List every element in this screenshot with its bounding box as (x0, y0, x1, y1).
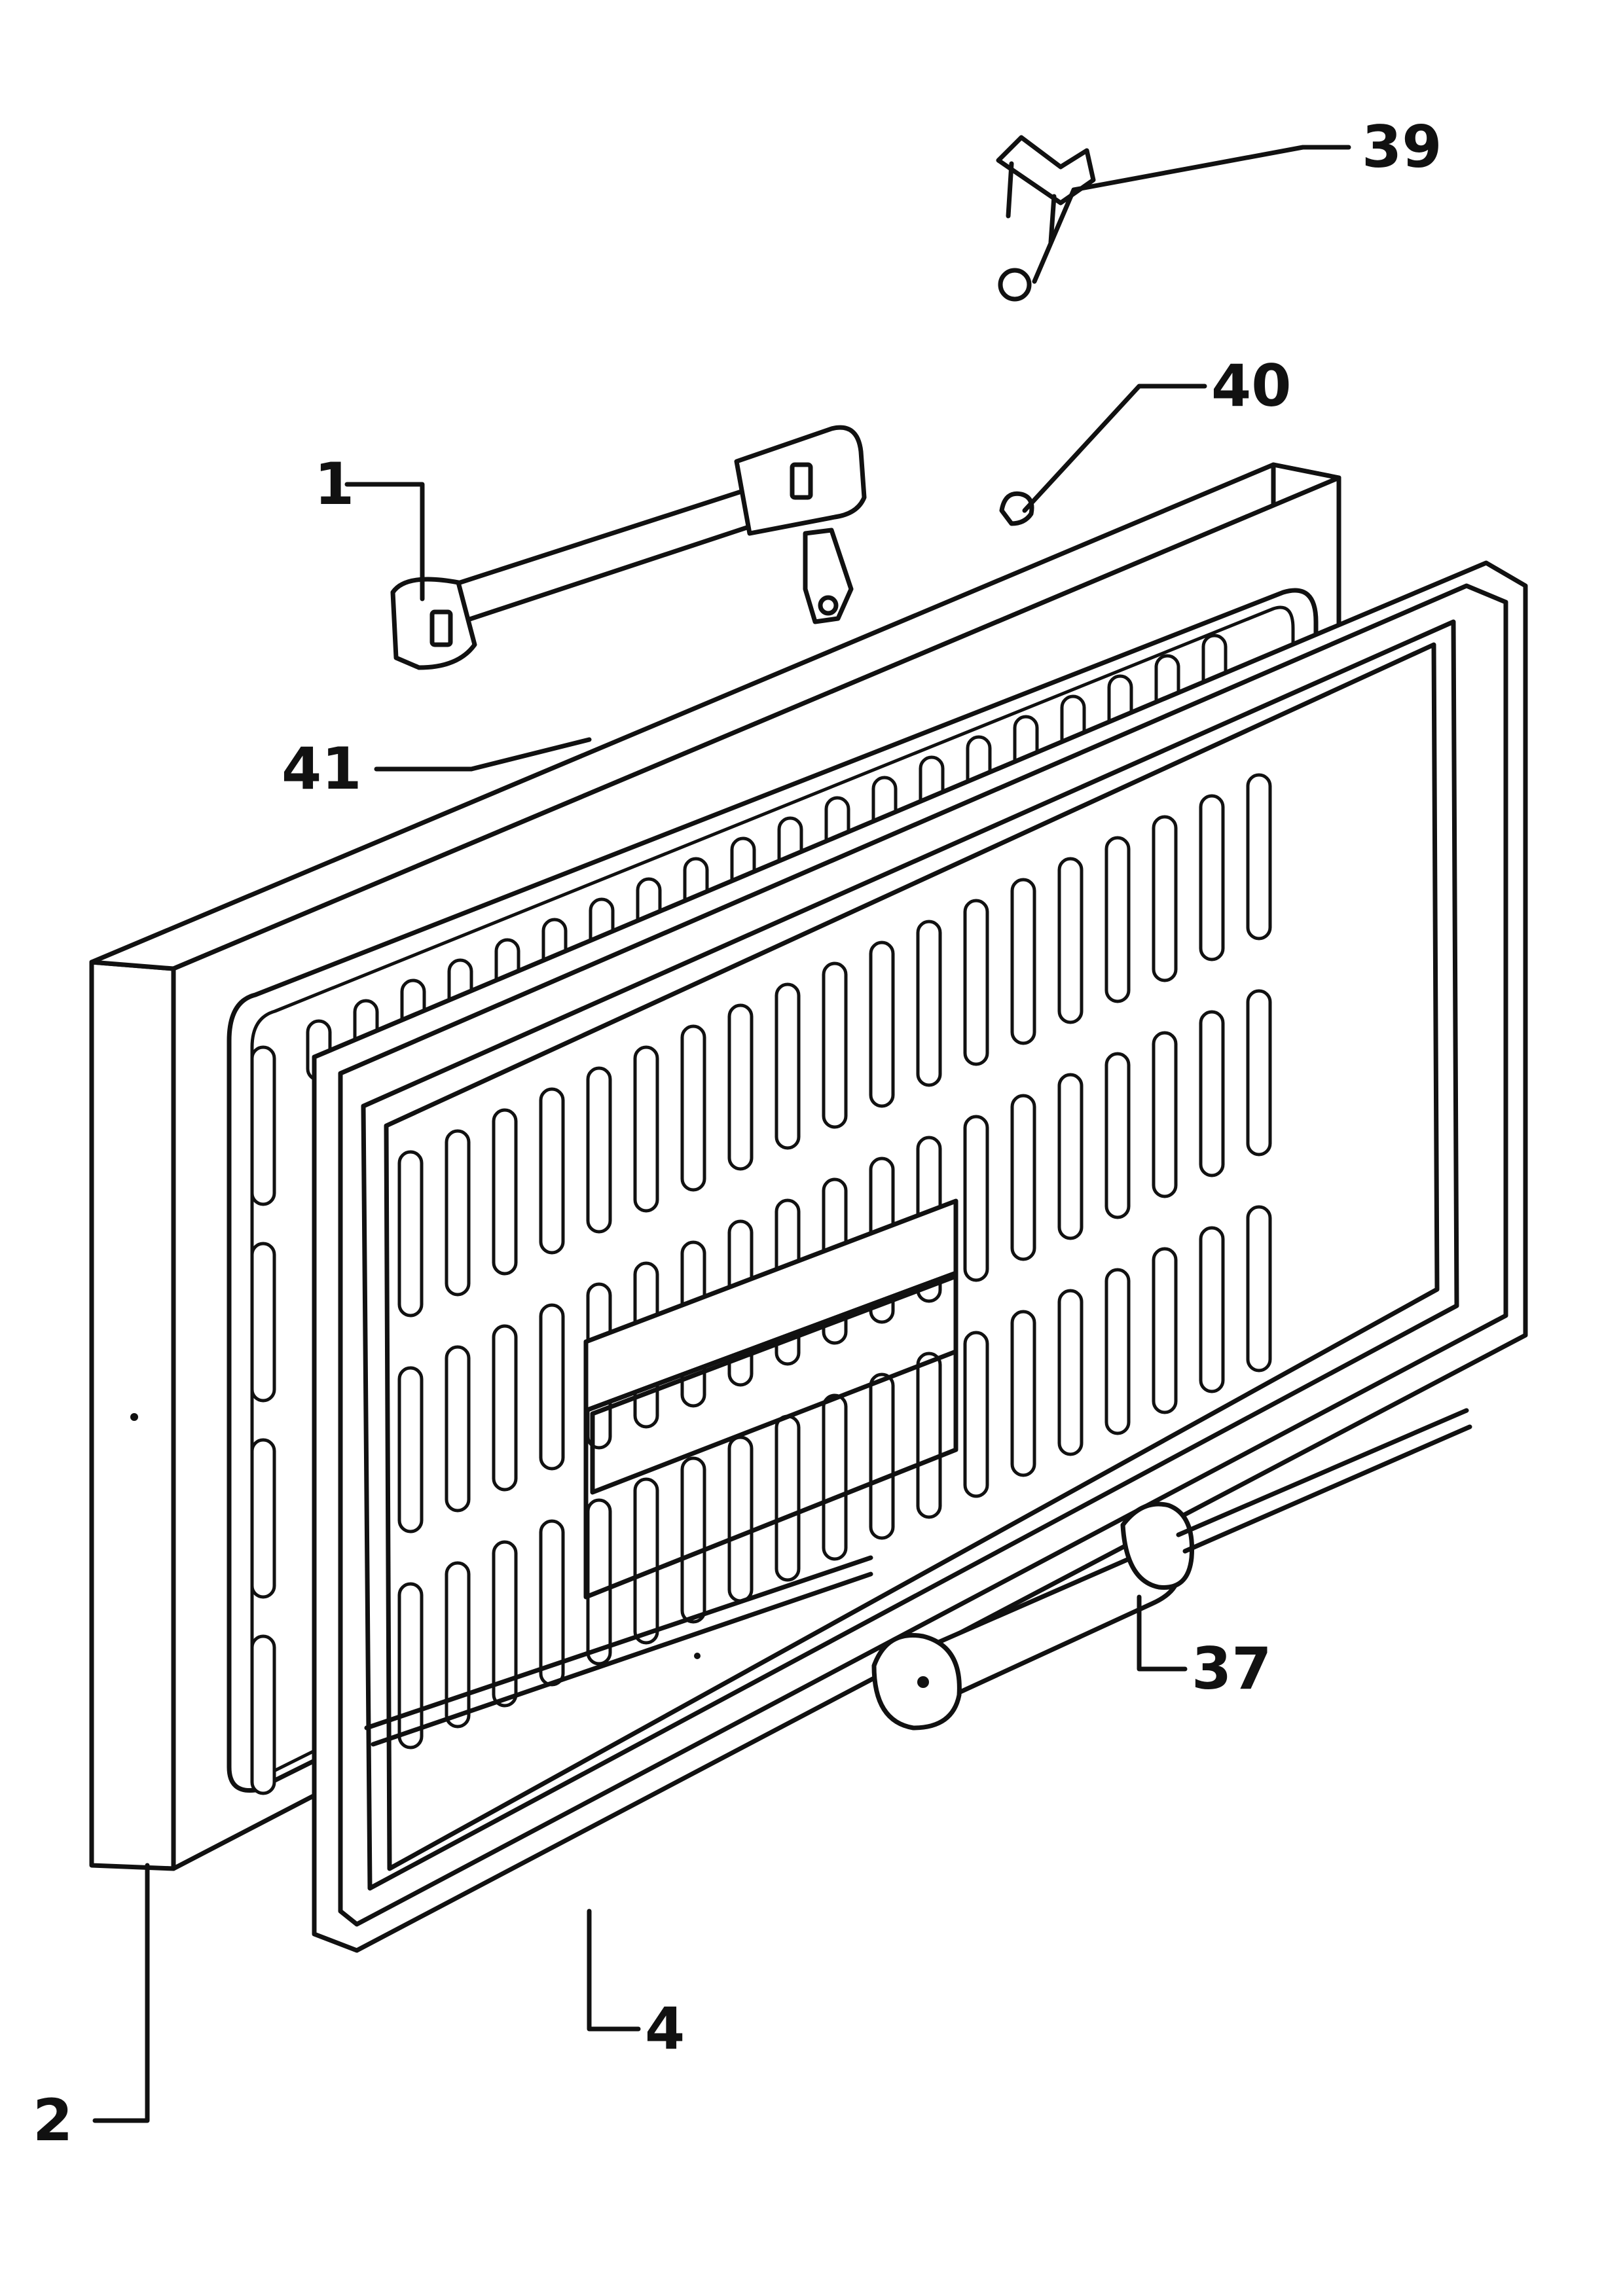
callout-40: 40 (1211, 352, 1291, 420)
liner-slot (963, 1331, 989, 1498)
liner-slot (775, 982, 801, 1150)
liner-slot (445, 1345, 471, 1513)
liner-slot (1246, 989, 1272, 1157)
liner-slot (250, 1438, 276, 1599)
top-handle (390, 425, 867, 670)
liner-slot (1057, 857, 1084, 1024)
callout-1: 1 (314, 450, 354, 518)
callout-4: 4 (645, 1995, 685, 2062)
liner-slot (1010, 1310, 1036, 1477)
liner-slot (492, 1324, 518, 1492)
liner-slot (727, 1003, 754, 1171)
liner-slot (1104, 1268, 1131, 1435)
liner-slot (397, 1366, 424, 1534)
liner-slot (633, 1477, 659, 1645)
center-raised-plate (583, 1198, 958, 1600)
liner-slot (539, 1087, 565, 1255)
liner-slot (445, 1561, 471, 1729)
liner-slot (586, 1066, 612, 1234)
liner-slot (822, 1393, 848, 1561)
liner-slot (916, 1352, 942, 1519)
liner-slot (633, 1045, 659, 1213)
liner-slot (916, 920, 942, 1087)
liner-slot (445, 1129, 471, 1297)
liner-slot (869, 941, 895, 1108)
liner-slot (539, 1519, 565, 1687)
callout-leaders (92, 145, 1351, 2123)
clip-part-39 (996, 135, 1096, 302)
liner-slot (492, 1540, 518, 1708)
liner-slot (397, 1582, 424, 1749)
liner-slot (1010, 878, 1036, 1045)
liner-slot (1152, 815, 1178, 982)
liner-slot (680, 1024, 706, 1192)
callout-39: 39 (1362, 113, 1442, 181)
liner-slot (539, 1303, 565, 1471)
liner-slot (1010, 1094, 1036, 1261)
liner-slot (1057, 1073, 1084, 1240)
liner-slot (680, 1456, 706, 1624)
speck (694, 1653, 701, 1659)
liner-slot (822, 961, 848, 1129)
callout-2: 2 (33, 2087, 73, 2154)
liner-slot (250, 1045, 276, 1206)
liner-slot (1104, 836, 1131, 1003)
liner-slot (397, 1150, 424, 1318)
liner-slot (727, 1435, 754, 1603)
liner-slot (963, 899, 989, 1066)
liner-slot (492, 1108, 518, 1276)
liner-slot (1199, 1010, 1225, 1177)
liner-slot (586, 1498, 612, 1666)
callout-41: 41 (282, 735, 361, 802)
liner-slot (1152, 1031, 1178, 1198)
liner-slot (1246, 773, 1272, 941)
liner-slot (1199, 794, 1225, 961)
bottom-handle (364, 1408, 1472, 1747)
callout-37: 37 (1192, 1635, 1271, 1702)
liner-slot (250, 1634, 276, 1795)
liner-slot (250, 1242, 276, 1403)
liner-slot (869, 1372, 895, 1540)
callout-labels: 39 40 1 41 37 4 2 (33, 113, 1442, 2154)
liner-slot (775, 1414, 801, 1582)
liner-slot (1152, 1247, 1178, 1414)
liner-slot (1246, 1205, 1272, 1372)
gasket-view-slots (397, 773, 1272, 1749)
liner-slot (963, 1115, 989, 1282)
liner-slot (1104, 1052, 1131, 1219)
speck (130, 1413, 138, 1421)
liner-slot (1057, 1289, 1084, 1456)
liner-slot (1199, 1226, 1225, 1393)
